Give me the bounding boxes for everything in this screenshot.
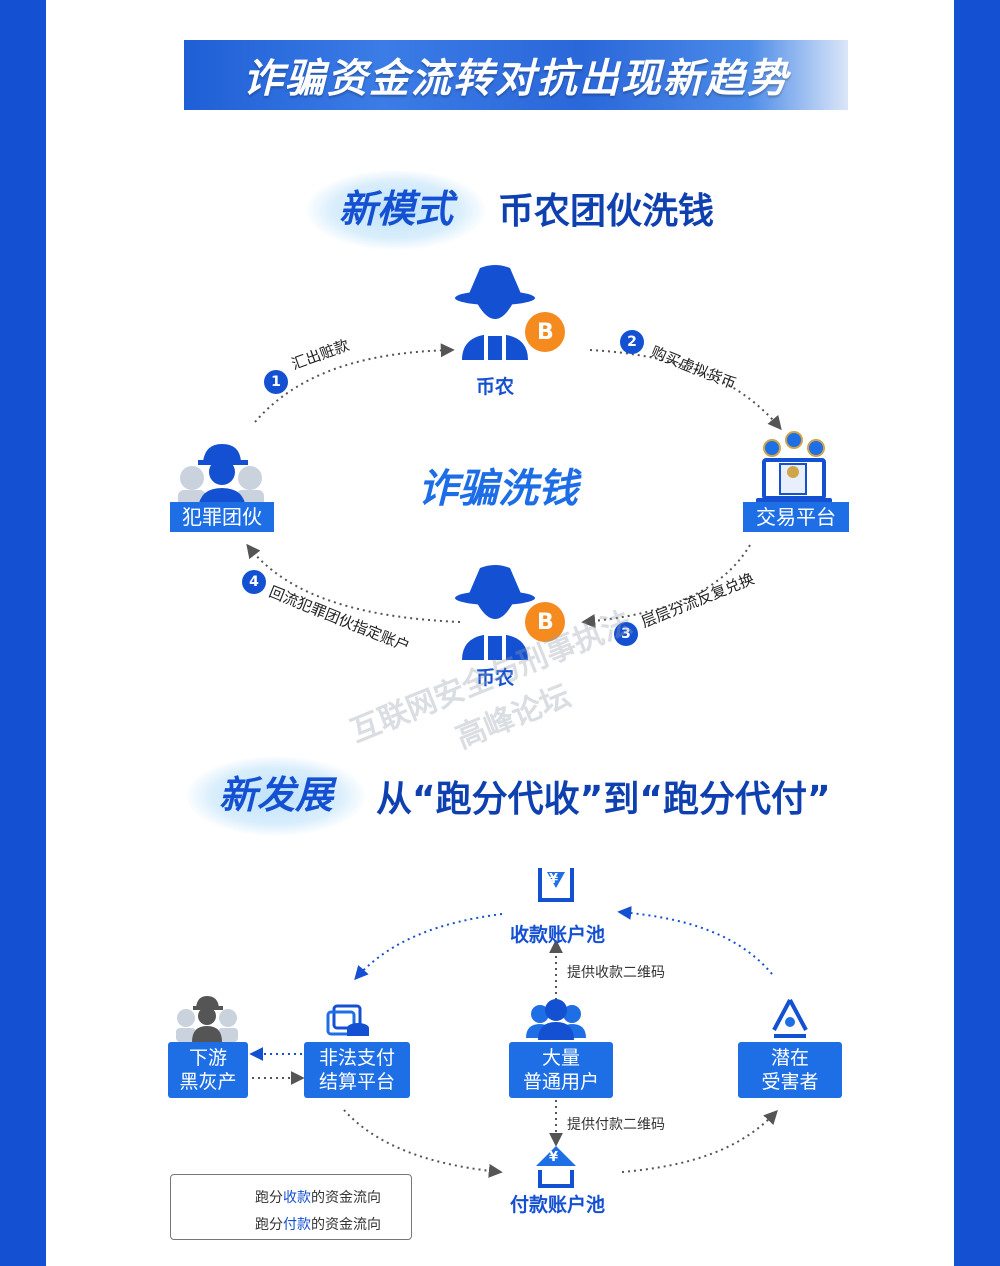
coin-farmer-bottom-icon [455,565,535,660]
legend-pay-post: 的资金流向 [311,1217,381,1233]
step-2-number: 2 [620,330,644,354]
collect-yen-symbol: ¥ [549,872,559,887]
step-3-number: 3 [614,622,638,646]
section2-tag-text: 新发展 [218,773,333,817]
legend-row-collect: 跑分收款的资金流向 [171,1183,411,1209]
legend-row-pay: 跑分付款的资金流向 [171,1210,411,1236]
flow-arrow-2 [589,349,782,431]
pay-yen-symbol: ¥ [549,1150,559,1165]
users-line2: 普通用户 [522,1071,599,1093]
section1-title: 币农团伙洗钱 [498,191,715,232]
coin-farmer-top-label: 币农 [476,376,515,398]
step-4-number: 4 [242,570,266,594]
provide-pay-qr-label: 提供付款二维码 [567,1117,665,1133]
center-label: 诈骗洗钱 [418,466,578,512]
bitcoin-symbol-top: B [537,320,554,345]
legend-pay-pre: 跑分 [255,1217,283,1233]
payment-platform-icon [326,1004,369,1036]
downstream-group-icon [176,996,238,1042]
step-1-number: 1 [264,370,288,394]
victims-line2: 受害者 [761,1071,819,1093]
bitcoin-icon-bottom [525,602,565,642]
coin-farmer-bottom-label: 币农 [476,667,515,689]
flow-arrow-3 [581,544,751,628]
payment-platform-box: 非法支付 结算平台 [304,1042,410,1098]
trading-platform-icon [756,431,832,504]
criminal-gang-label: 犯罪团伙 [170,502,274,532]
tag-glow-2 [186,756,366,836]
legend-text-collect: 跑分收款的资金流向 [255,1187,381,1207]
downstream-line2: 黑灰产 [179,1071,237,1093]
platform-line2: 结算平台 [318,1071,395,1093]
provide-collect-qr-label: 提供收款二维码 [567,965,665,981]
flow-arrow-1 [254,343,455,423]
section2-tag: 新发展 [186,756,366,836]
flow-collect-left [354,913,503,981]
coin-farmer-top-icon [455,265,535,360]
legend-collect-post: 的资金流向 [311,1190,381,1206]
flow-platform-to-pay [343,1109,503,1178]
users-group-icon [526,999,586,1040]
bitcoin-symbol-bottom: B [537,610,554,635]
downstream-line1: 下游 [188,1047,227,1069]
flow-collect-right [617,905,773,975]
legend-collect-highlight: 收款 [283,1190,311,1206]
flow-pay-to-victims [621,1109,778,1173]
left-border [0,0,46,1266]
legend-collect-pre: 跑分 [255,1190,283,1206]
users-line1: 大量 [541,1047,580,1069]
tag-glow [306,170,486,250]
legend-pay-highlight: 付款 [283,1217,311,1233]
victims-box: 潜在 受害者 [738,1042,842,1098]
section1-tag: 新模式 [306,170,486,250]
victims-line1: 潜在 [770,1047,809,1069]
downstream-box: 下游 黑灰产 [168,1042,248,1098]
users-box: 大量 普通用户 [509,1042,613,1098]
section1-tag-text: 新模式 [338,187,453,231]
right-border [954,0,1000,1266]
pay-pool-label: 付款账户池 [510,1194,606,1216]
platform-line1: 非法支付 [318,1047,395,1069]
collect-pool-icon [538,868,574,902]
bitcoin-icon [525,312,565,352]
section2-title: 从“跑分代收”到“跑分代付” [376,779,831,820]
pay-pool-icon [536,1146,576,1188]
legend: 跑分收款的资金流向 跑分付款的资金流向 [170,1174,412,1240]
trading-platform-label: 交易平台 [743,502,849,532]
page-title: 诈骗资金流转对抗出现新趋势 [243,56,789,102]
recycle-icon [772,999,808,1038]
collect-pool-label: 收款账户池 [510,924,606,946]
title-banner: 诈骗资金流转对抗出现新趋势 [184,40,848,110]
legend-text-pay: 跑分付款的资金流向 [255,1214,381,1234]
